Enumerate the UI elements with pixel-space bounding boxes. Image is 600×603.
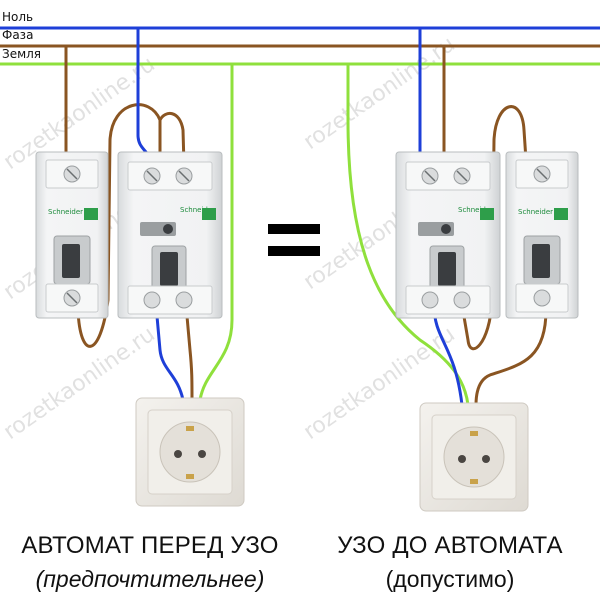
breaker-brand: Schneider xyxy=(48,208,83,216)
watermark-text: rozetkaonline.ru xyxy=(299,32,460,155)
left-phase-top xyxy=(158,111,186,167)
left-socket xyxy=(135,397,245,507)
equals-sign xyxy=(268,218,320,260)
left-neutral-drop xyxy=(136,26,154,167)
left-breaker: Schneider xyxy=(35,151,109,319)
right-phase-loop xyxy=(460,105,528,351)
left-ground-drop xyxy=(198,62,234,402)
right-caption-main: УЗО ДО АВТОМАТА xyxy=(337,532,563,559)
ground-label: Земля xyxy=(2,47,42,61)
neutral-label: Ноль xyxy=(2,10,34,24)
rcd-brand: Schneider xyxy=(458,206,493,214)
left-caption-sub: (предпочтительнее) xyxy=(35,566,265,592)
right-breaker: Schneider xyxy=(505,151,579,319)
bus-lines xyxy=(0,26,600,66)
right-wires xyxy=(346,26,548,407)
phase-label: Фаза xyxy=(2,28,34,42)
breaker-brand: Schneider xyxy=(518,208,553,216)
left-wires xyxy=(64,26,234,402)
right-rcd: Schneider xyxy=(395,151,501,319)
left-phase-loop xyxy=(76,103,162,348)
right-breaker-out xyxy=(474,308,548,407)
left-caption-main: АВТОМАТ ПЕРЕД УЗО xyxy=(21,532,279,559)
right-socket xyxy=(419,402,529,512)
rcd-brand: Schneider xyxy=(180,206,215,214)
left-phase-out xyxy=(184,303,194,402)
left-rcd: Schneider xyxy=(117,151,223,319)
right-caption-sub: (допустимо) xyxy=(385,566,515,592)
left-neutral-out xyxy=(154,303,185,402)
